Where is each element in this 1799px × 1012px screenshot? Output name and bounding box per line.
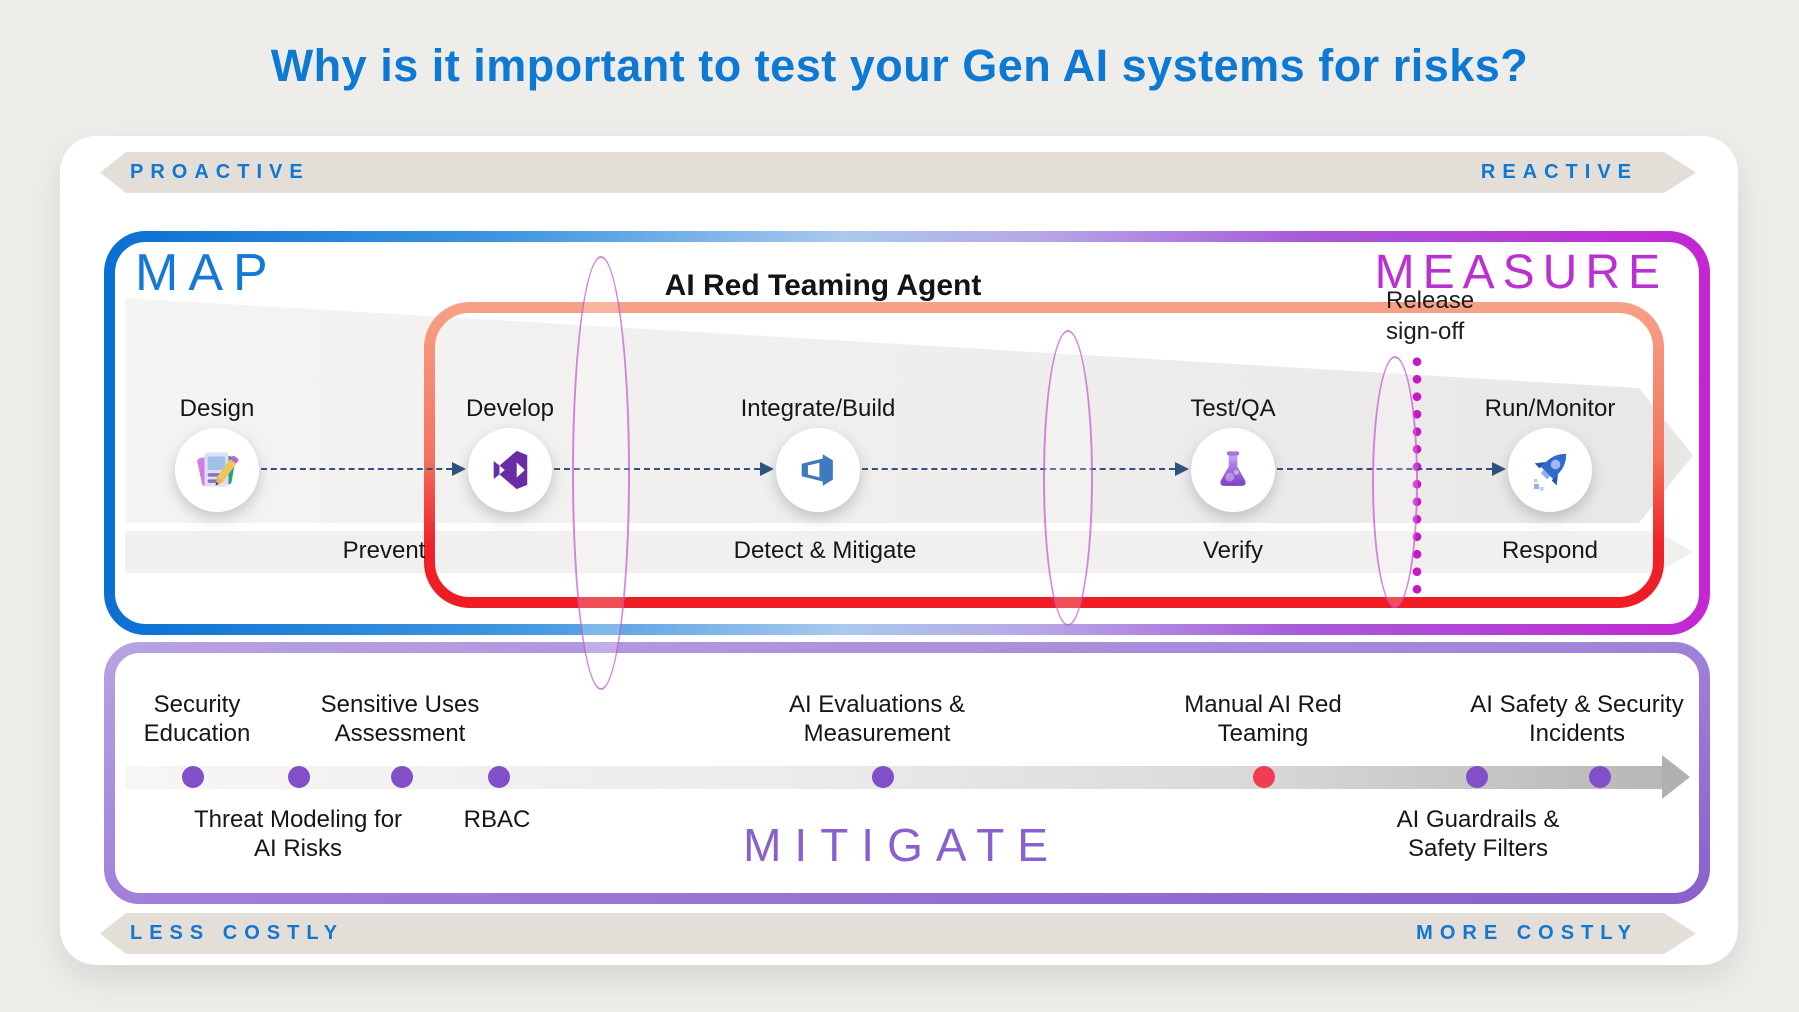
less-costly-label: LESS COSTLY bbox=[130, 922, 345, 944]
integrate-stage-circle bbox=[776, 428, 860, 512]
lens-ellipse bbox=[1043, 330, 1093, 626]
stage-label-testqa: Test/QA bbox=[1190, 395, 1276, 422]
label-security-education: Security Education bbox=[143, 691, 251, 747]
timeline-arrow-icon bbox=[1662, 755, 1690, 799]
design-stage-circle bbox=[175, 428, 259, 512]
dot-ai-evaluations bbox=[872, 766, 894, 788]
phase-label-respond: Respond bbox=[1501, 537, 1599, 564]
dot-security-education bbox=[182, 766, 204, 788]
mitigate-label: MITIGATE bbox=[743, 819, 1061, 871]
stage-label-runmonitor: Run/Monitor bbox=[1484, 395, 1616, 422]
proactive-label: PROACTIVE bbox=[130, 161, 310, 183]
map-label: MAP bbox=[135, 244, 278, 302]
connector-line bbox=[261, 468, 452, 470]
dot-manual-red-teaming bbox=[1253, 766, 1275, 788]
label-ai-safety-incidents: AI Safety & Security Incidents bbox=[1470, 691, 1684, 747]
connector-arrow-icon bbox=[1492, 462, 1506, 476]
label-threat-modeling: Threat Modeling for AI Risks bbox=[193, 806, 403, 862]
release-sign-off-label: Release sign-off bbox=[1386, 287, 1475, 345]
stage-label-design: Design bbox=[179, 395, 255, 422]
connector-arrow-icon bbox=[452, 462, 466, 476]
label-ai-guardrails: AI Guardrails & Safety Filters bbox=[1396, 806, 1560, 862]
lens-ellipse bbox=[572, 256, 630, 690]
visual-studio-icon bbox=[493, 450, 528, 490]
label-ai-evaluations: AI Evaluations & Measurement bbox=[788, 691, 966, 747]
phase-label-detect-mitigate: Detect & Mitigate bbox=[733, 537, 917, 564]
design-icon bbox=[197, 452, 239, 487]
phase-label-verify: Verify bbox=[1202, 537, 1264, 564]
dot-sensitive-uses bbox=[391, 766, 413, 788]
cost-banner: LESS COSTLY MORE COSTLY bbox=[100, 913, 1696, 954]
page-title: Why is it important to test your Gen AI … bbox=[270, 40, 1529, 91]
reactive-label: REACTIVE bbox=[1480, 161, 1638, 183]
testqa-stage-circle bbox=[1191, 428, 1275, 512]
stage-label-integrate: Integrate/Build bbox=[740, 395, 896, 422]
connector-line bbox=[862, 468, 1175, 470]
label-rbac: RBAC bbox=[463, 806, 531, 833]
phase-label-prevent: Prevent bbox=[342, 537, 426, 564]
dot-threat-modeling bbox=[288, 766, 310, 788]
connector-arrow-icon bbox=[1175, 462, 1189, 476]
lens-ellipse bbox=[1372, 356, 1418, 608]
dot-ai-safety-incidents bbox=[1589, 766, 1611, 788]
develop-stage-circle bbox=[468, 428, 552, 512]
runmonitor-stage-circle bbox=[1508, 428, 1592, 512]
proactive-reactive-banner: PROACTIVE REACTIVE bbox=[100, 152, 1696, 193]
azure-devops-icon bbox=[801, 454, 833, 486]
dot-ai-guardrails bbox=[1466, 766, 1488, 788]
label-sensitive-uses: Sensitive Uses Assessment bbox=[320, 691, 480, 747]
dot-rbac bbox=[488, 766, 510, 788]
connector-arrow-icon bbox=[760, 462, 774, 476]
rocket-icon bbox=[1534, 453, 1567, 491]
flask-icon bbox=[1220, 451, 1246, 486]
label-manual-red-teaming: Manual AI Red Teaming bbox=[1184, 691, 1342, 747]
ai-red-teaming-agent-label: AI Red Teaming Agent bbox=[664, 269, 982, 302]
more-costly-label: MORE COSTLY bbox=[1416, 922, 1638, 944]
